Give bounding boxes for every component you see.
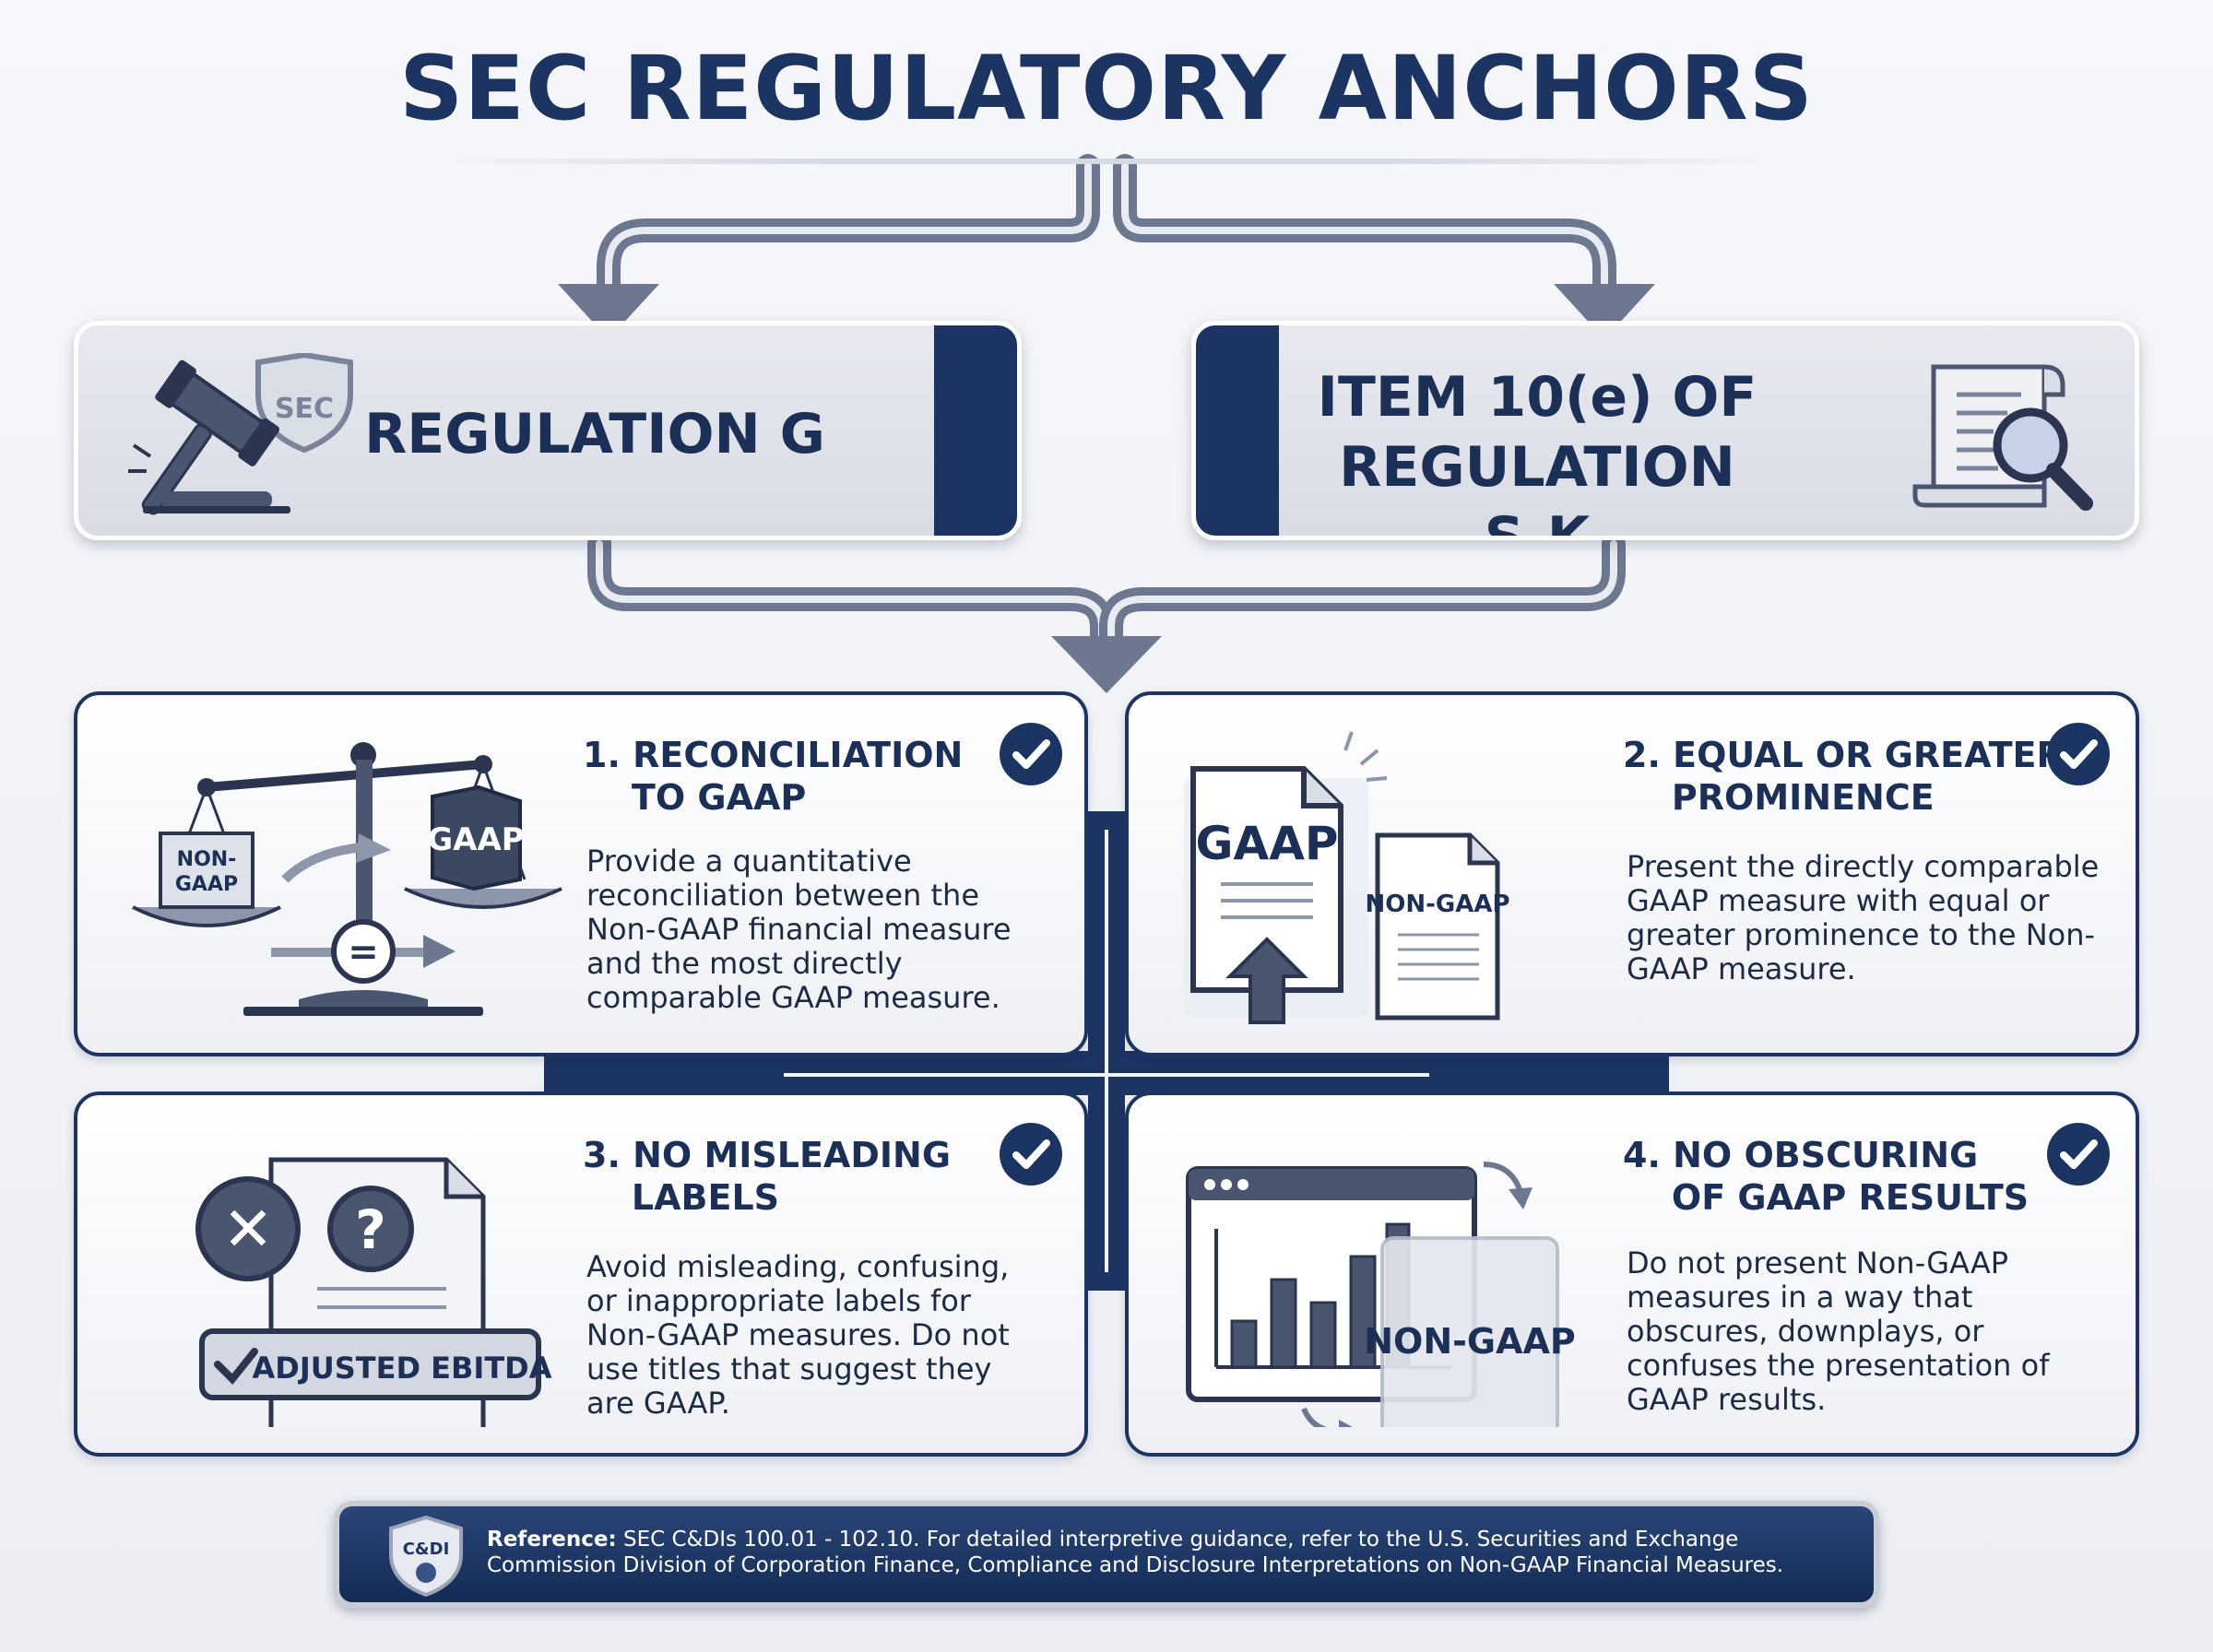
principle-body: Avoid misleading, confusing, or inapprop… [586, 1249, 1010, 1421]
anchor-label-line2: REGULATION S-K [1339, 435, 1735, 540]
balance-scale-icon: NON- GAAP GAAP = [132, 742, 562, 1016]
anchor-item-10e: ITEM 10(e) OF REGULATION S-K [1191, 321, 2139, 540]
non-gaap-document-label: NON-GAAP [1365, 891, 1509, 918]
reference-text: Reference: SEC C&DIs 100.01 - 102.10. Fo… [487, 1527, 1852, 1578]
checkmark-icon [1000, 723, 1062, 785]
adjusted-ebitda-tag: ADJUSTED EBITDA [253, 1351, 552, 1386]
page-title: SEC REGULATORY ANCHORS [399, 37, 1814, 140]
title-divider [415, 159, 1798, 164]
anchor-label-line1: ITEM 10(e) OF [1317, 365, 1757, 430]
accent-bar [934, 325, 1017, 536]
principle-title: 3. NO MISLEADING LABELS [583, 1135, 952, 1218]
x-mark-icon: ✕ [222, 1194, 273, 1265]
principle-body: Provide a quantitative reconciliation be… [586, 844, 1012, 1015]
misleading-label-icon: ✕ ? ADJUSTED EBITDA [195, 1157, 552, 1427]
principle-card-prominence: GAAP NON-GAAP 2. EQUAL OR GREATER PROMIN… [1125, 691, 2139, 1056]
question-mark-icon: ? [355, 1198, 386, 1261]
reference-lead: Reference: [487, 1528, 617, 1552]
scale-right-label: GAAP [427, 821, 524, 858]
accent-bar [1196, 325, 1279, 536]
gaap-document-label: GAAP [1195, 817, 1338, 870]
anchor-label-regulation-g: REGULATION G [364, 402, 825, 466]
principle-title: 2. EQUAL OR GREATER PROMINENCE [1623, 735, 2064, 818]
checkmark-icon [1000, 1123, 1062, 1186]
center-cross [784, 830, 1429, 1272]
principle-card-obscuring: NON-GAAP 4. NO OBSCURING OF GAAP RESULTS… [1125, 1092, 2139, 1457]
scale-left-label-2: GAAP [175, 873, 238, 896]
reference-body: SEC C&DIs 100.01 - 102.10. For detailed … [487, 1528, 1784, 1577]
cdi-badge-text: C&DI [403, 1540, 450, 1559]
scale-left-label-1: NON- [177, 848, 237, 871]
cdi-shield-icon: C&DI [389, 1515, 463, 1597]
principle-body: Present the directly comparable GAAP mea… [1627, 849, 2100, 986]
sec-badge-text: SEC [275, 393, 334, 425]
equals-symbol: = [348, 931, 379, 974]
checkmark-icon [2047, 723, 2110, 785]
principle-title: 4. NO OBSCURING OF GAAP RESULTS [1623, 1135, 2030, 1218]
gavel-icon: SEC [128, 353, 353, 515]
principle-card-misleading-labels: ✕ ? ADJUSTED EBITDA 3. NO MISLEADING LAB… [74, 1092, 1088, 1457]
document-magnifier-icon [1912, 364, 2093, 511]
non-gaap-overlay-label: NON-GAAP [1364, 1321, 1576, 1362]
principle-card-reconciliation: NON- GAAP GAAP = 1. RECONCILIATION TO GA… [74, 691, 1088, 1056]
documents-prominence-icon: GAAP NON-GAAP [1184, 731, 1510, 1024]
checkmark-icon [2047, 1123, 2110, 1186]
principle-title: 1. RECONCILIATION TO GAAP [583, 735, 964, 818]
principle-body: Do not present Non-GAAP measures in a wa… [1627, 1245, 2050, 1417]
obscured-chart-icon: NON-GAAP [1186, 1162, 1576, 1427]
anchor-regulation-g: SEC REGULATION G [74, 321, 1022, 540]
reference-footer: C&DI Reference: SEC C&DIs 100.01 - 102.1… [334, 1501, 1879, 1608]
